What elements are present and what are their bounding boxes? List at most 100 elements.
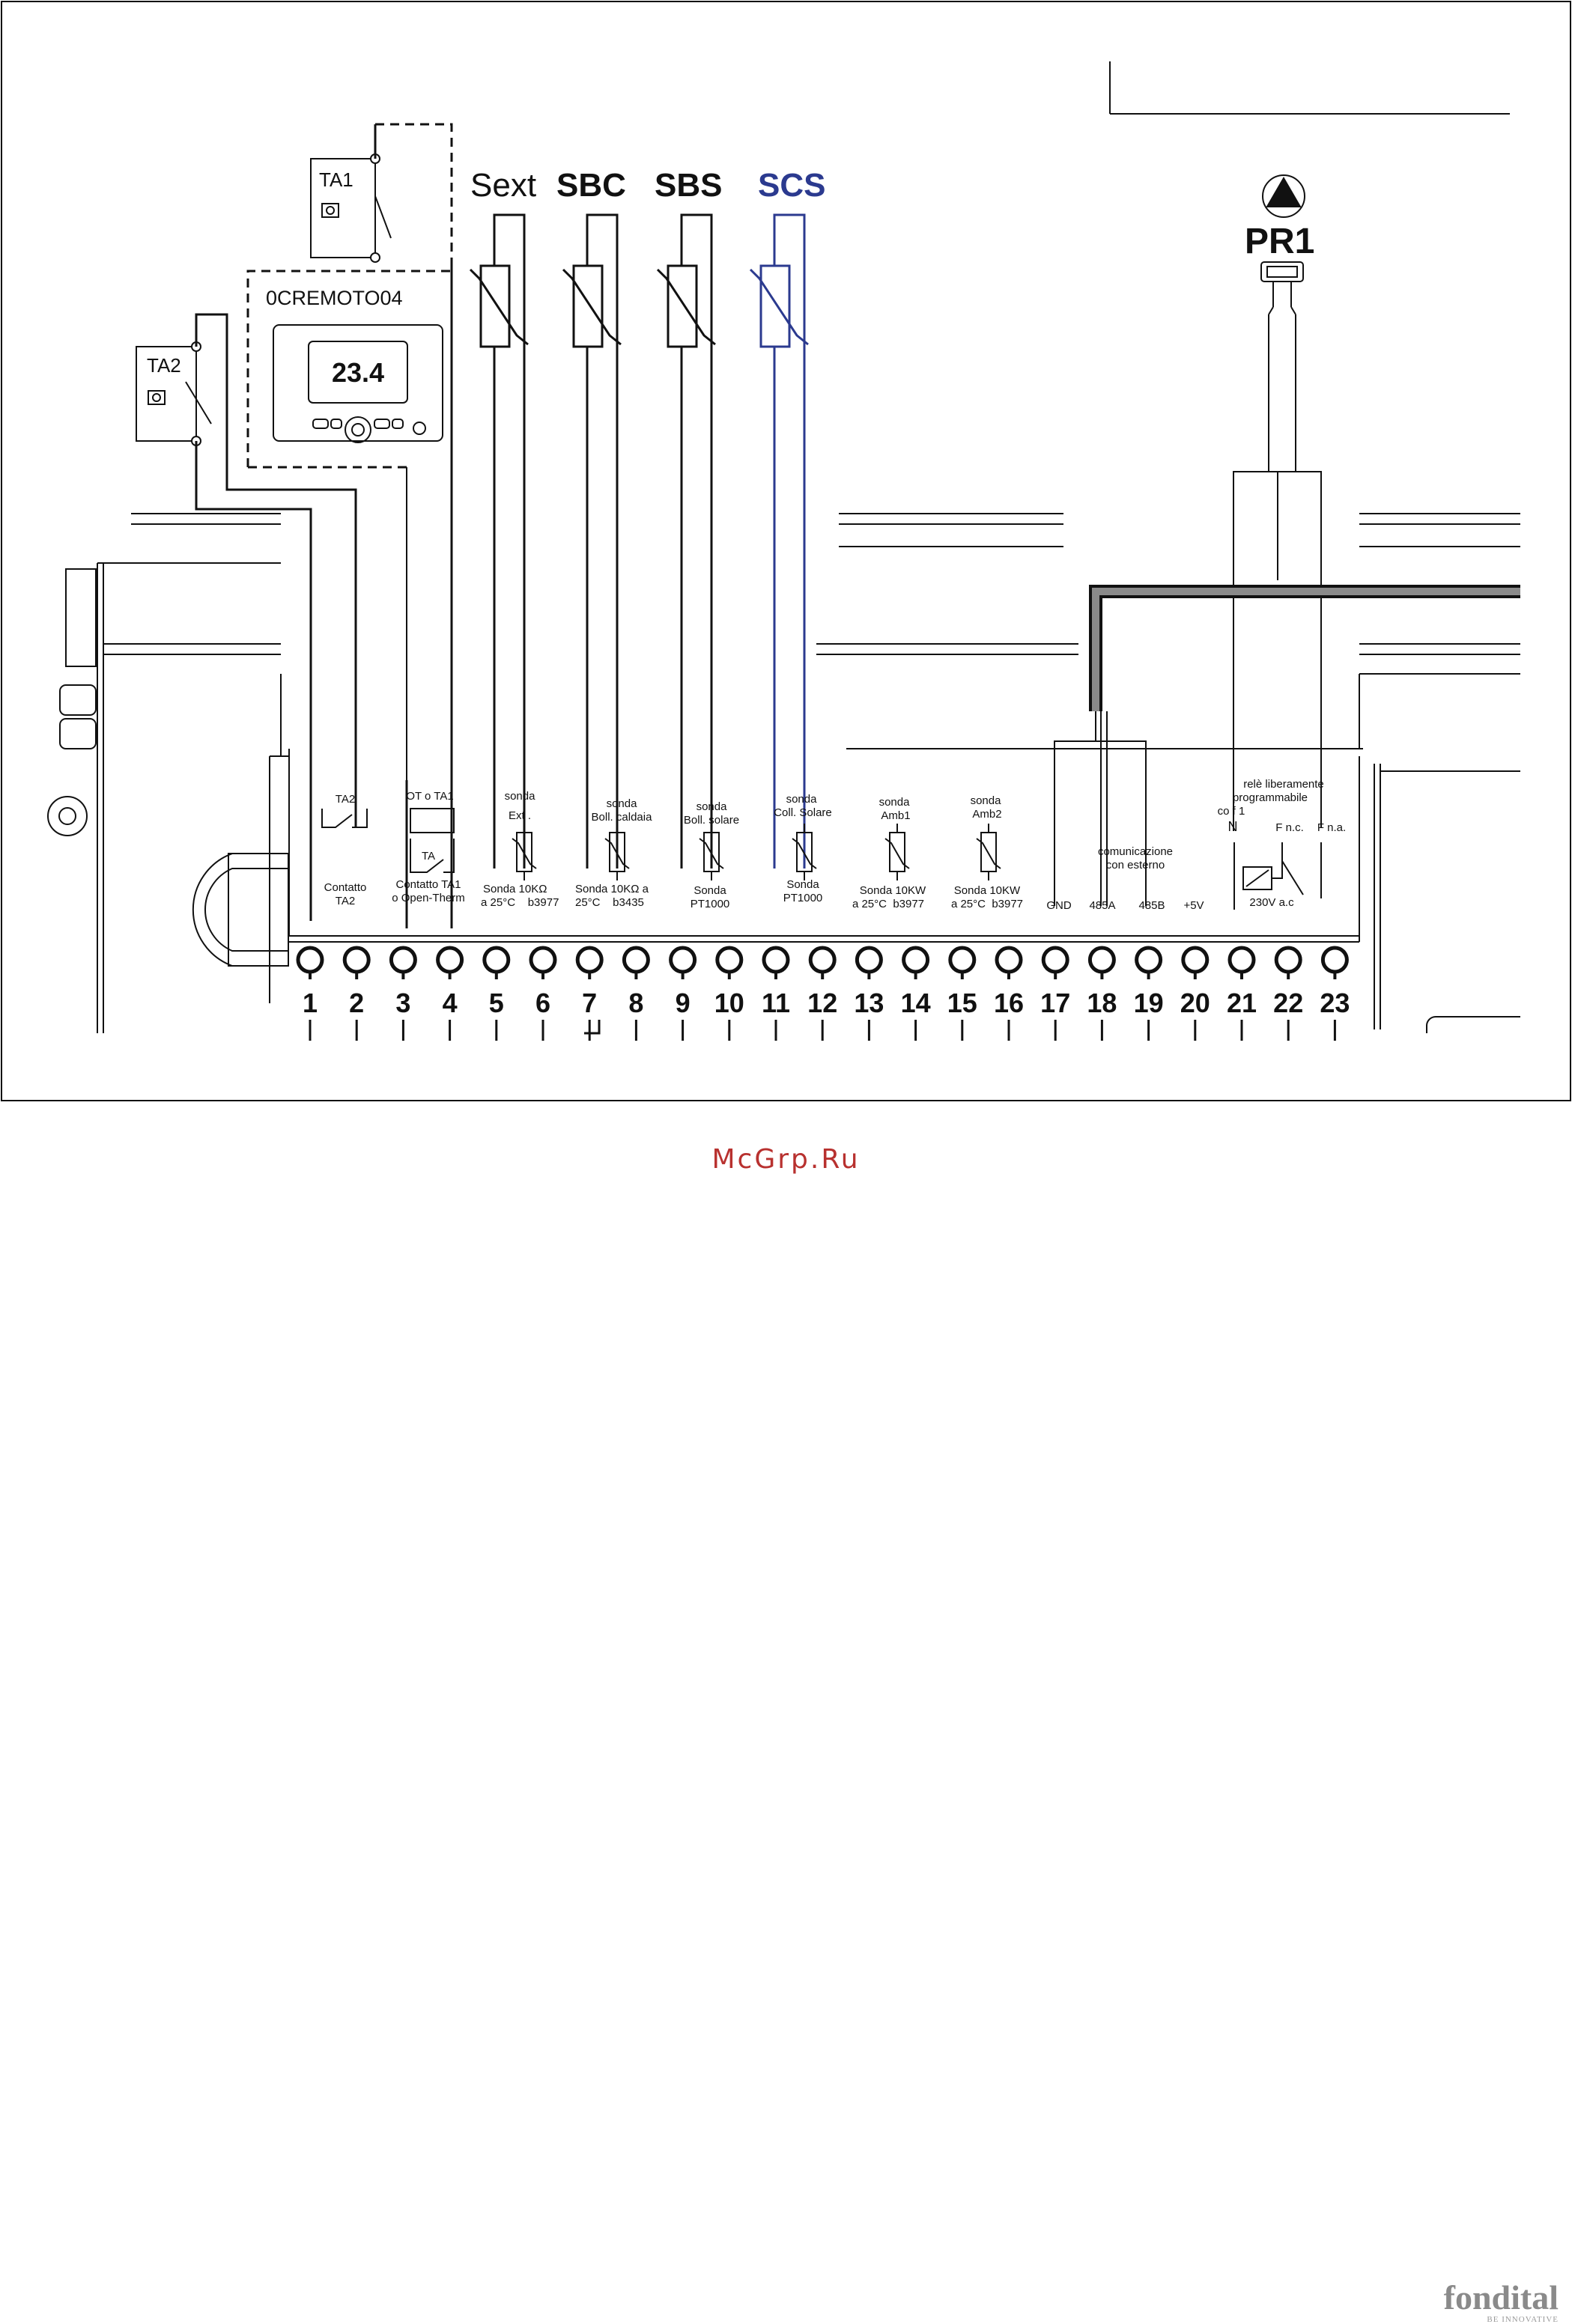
gnd-label: GND xyxy=(1046,899,1072,912)
t910-top-label-1: sonda xyxy=(697,800,728,813)
terminal-number: 6 xyxy=(535,988,550,1018)
terminal-19[interactable]: 19 xyxy=(1134,946,1164,1041)
comm-label-2: con esterno xyxy=(1106,859,1165,872)
terminal-8[interactable]: 8 xyxy=(622,946,650,1041)
terminal-5[interactable]: 5 xyxy=(482,946,511,1041)
terminal-number: 15 xyxy=(947,988,977,1018)
ta1-label: TA1 xyxy=(319,168,353,191)
terminal-13[interactable]: 13 xyxy=(854,946,884,1041)
terminal-number: 14 xyxy=(901,988,931,1018)
terminal-number: 2 xyxy=(349,988,364,1018)
t910-top-label-2: Boll. solare xyxy=(684,814,739,827)
bus-cable xyxy=(1054,585,1520,906)
terminal-1[interactable]: 1 xyxy=(296,946,324,1041)
terminal-22[interactable]: 22 xyxy=(1273,946,1303,1041)
relay-cof1-label: co f 1 xyxy=(1218,805,1245,818)
t1112-bottom-label-2: PT1000 xyxy=(783,892,823,904)
sbs-label: SBS xyxy=(655,167,722,204)
t34-bottom-label-2: o Open-Therm xyxy=(392,892,465,904)
thermostat-wires xyxy=(195,124,453,928)
relay-fna-label: F n.a. xyxy=(1317,821,1346,834)
t1516-bottom-label-1: Sonda 10KW xyxy=(954,884,1021,897)
terminal-number: 20 xyxy=(1180,988,1210,1018)
t1314-bottom-label-2: a 25°C b3977 xyxy=(852,898,924,910)
terminal-2[interactable]: 2 xyxy=(342,946,371,1041)
terminal-number: 5 xyxy=(489,988,504,1018)
remote-dashed-box xyxy=(246,123,453,780)
remote-display: 23.4 xyxy=(332,357,384,388)
remote-device[interactable] xyxy=(273,324,443,443)
terminal-number: 3 xyxy=(395,988,410,1018)
diagram-frame xyxy=(1,1,1571,1101)
pump-pr1[interactable] xyxy=(1233,174,1322,831)
485a-label: 485A xyxy=(1089,899,1115,912)
probe-scs[interactable] xyxy=(749,213,809,869)
terminal-14[interactable]: 14 xyxy=(901,946,931,1041)
terminal-7[interactable]: 7 xyxy=(575,946,604,1041)
terminal-23[interactable]: 23 xyxy=(1320,946,1350,1041)
terminal-number: 18 xyxy=(1087,988,1117,1018)
t2-bottom-label-2: TA2 xyxy=(336,895,355,907)
terminal-number: 17 xyxy=(1040,988,1070,1018)
t34-ta-label: TA xyxy=(422,850,435,863)
terminal-21[interactable]: 21 xyxy=(1227,946,1257,1041)
5v-label: +5V xyxy=(1183,899,1204,912)
t56-top-label-1: sonda xyxy=(505,790,536,803)
t1314-top-label-1: sonda xyxy=(879,796,911,809)
terminal-15[interactable]: 15 xyxy=(947,946,977,1041)
terminal-number: 19 xyxy=(1134,988,1164,1018)
terminal-10[interactable]: 10 xyxy=(714,946,744,1041)
t1112-top-label-2: Coll. Solare xyxy=(774,806,832,819)
probe-sbs[interactable] xyxy=(656,213,716,869)
terminal-number: 10 xyxy=(714,988,744,1018)
t1314-top-label-2: Amb1 xyxy=(881,809,910,822)
terminal-number: 21 xyxy=(1227,988,1257,1018)
terminal-9[interactable]: 9 xyxy=(669,946,697,1041)
t1516-top-label-1: sonda xyxy=(971,794,1002,807)
terminal-16[interactable]: 16 xyxy=(994,946,1024,1041)
t1516-top-label-2: Amb2 xyxy=(972,808,1001,821)
t56-top-label-2: Ext . xyxy=(509,809,531,822)
terminal-20[interactable]: 20 xyxy=(1180,946,1210,1041)
t2-bottom-label-1: Contatto xyxy=(324,881,367,894)
terminal-11[interactable]: 11 xyxy=(762,946,790,1041)
terminal-number: 9 xyxy=(676,988,691,1018)
terminal-number: 12 xyxy=(807,988,837,1018)
t910-bottom-label-2: PT1000 xyxy=(691,898,730,910)
terminal-4[interactable]: 4 xyxy=(436,946,464,1041)
terminal-number: 4 xyxy=(443,988,458,1018)
terminal-number: 13 xyxy=(854,988,884,1018)
terminal-number: 8 xyxy=(628,988,643,1018)
terminal-number: 7 xyxy=(582,988,597,1018)
board-outline-right xyxy=(816,513,1520,1033)
485b-label: 485B xyxy=(1138,899,1165,912)
probe-symbols xyxy=(512,824,1001,880)
brand-logo: fondital BE INNOVATIVE xyxy=(1444,2281,1559,2324)
relay-title-1: relè liberamente xyxy=(1243,778,1324,791)
t1516-bottom-label-2: a 25°C b3977 xyxy=(951,898,1023,910)
t78-bottom-label-1: Sonda 10KΩ a xyxy=(575,883,649,895)
probe-sbc[interactable] xyxy=(562,213,622,869)
t78-bottom-label-2: 25°C b3435 xyxy=(575,896,644,909)
t78-top-label-1: sonda xyxy=(607,797,638,810)
t56-bottom-label-1: Sonda 10KΩ xyxy=(483,883,547,895)
terminal-17[interactable]: 17 xyxy=(1040,946,1070,1041)
terminal-18[interactable]: 18 xyxy=(1087,946,1117,1041)
t1314-bottom-label-1: Sonda 10KW xyxy=(860,884,926,897)
probe-sext[interactable] xyxy=(469,213,529,869)
t78-top-label-2: Boll. caldaia xyxy=(592,811,653,824)
terminal-6[interactable]: 6 xyxy=(529,946,557,1041)
terminal-12[interactable]: 12 xyxy=(807,946,837,1041)
ta1-ot-contact-symbol xyxy=(410,808,455,873)
ta2-label: TA2 xyxy=(147,354,181,377)
t34-bottom-label-1: Contatto TA1 xyxy=(396,878,461,891)
t34-top-label: OT o TA1 xyxy=(406,790,453,803)
relay-voltage-label: 230V a.c xyxy=(1249,896,1294,909)
terminal-number: 16 xyxy=(994,988,1024,1018)
ta2-contact-symbol xyxy=(321,809,368,828)
ta1-thermostat[interactable] xyxy=(310,153,392,263)
terminal-3[interactable]: 3 xyxy=(389,946,417,1041)
terminal-number: 23 xyxy=(1320,988,1350,1018)
watermark: McGrp.Ru xyxy=(711,1144,861,1175)
